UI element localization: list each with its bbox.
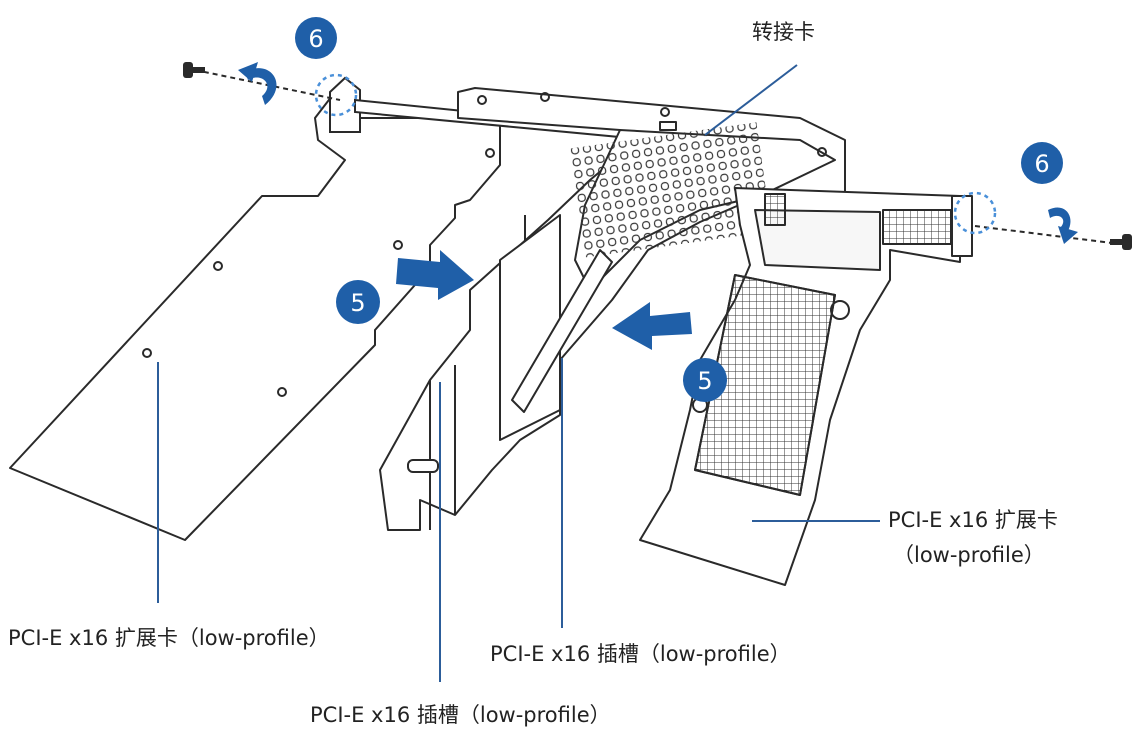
step-badge-6-left: 6 [295, 17, 337, 59]
label-slot-bottom: PCI-E x16 插槽（low-profile） [310, 703, 611, 727]
riser-bracket [379, 87, 846, 531]
step-number: 6 [1034, 150, 1049, 178]
label-riser-card: 转接卡 [752, 20, 815, 44]
right-expansion-card [639, 187, 973, 586]
left-expansion-card [9, 91, 501, 541]
label-left-card: PCI-E x16 扩展卡（low-profile） [8, 626, 330, 650]
right-screw [974, 225, 1132, 250]
label-right-card-line1: PCI-E x16 扩展卡 [888, 508, 1058, 532]
label-right-card-line2: （low-profile） [893, 543, 1045, 567]
step-number: 5 [697, 367, 712, 395]
step-badge-6-right: 6 [1021, 142, 1063, 184]
insert-arrow-icon-right [612, 302, 692, 350]
rotate-arrow-head-left [238, 62, 258, 82]
label-slot-right: PCI-E x16 插槽（low-profile） [490, 642, 791, 666]
leader-riser-card [704, 64, 798, 136]
left-screw-hole-marker [314, 73, 358, 117]
step-number: 5 [350, 289, 365, 317]
rotate-arrow-head-right [1058, 226, 1078, 244]
step-number: 6 [308, 25, 323, 53]
step-badge-5-left: 5 [336, 280, 380, 324]
step-badge-5-right: 5 [683, 358, 727, 402]
right-screw-hole-marker [953, 191, 997, 235]
insert-arrow-icon-left [396, 250, 474, 300]
left-screw [183, 62, 341, 101]
